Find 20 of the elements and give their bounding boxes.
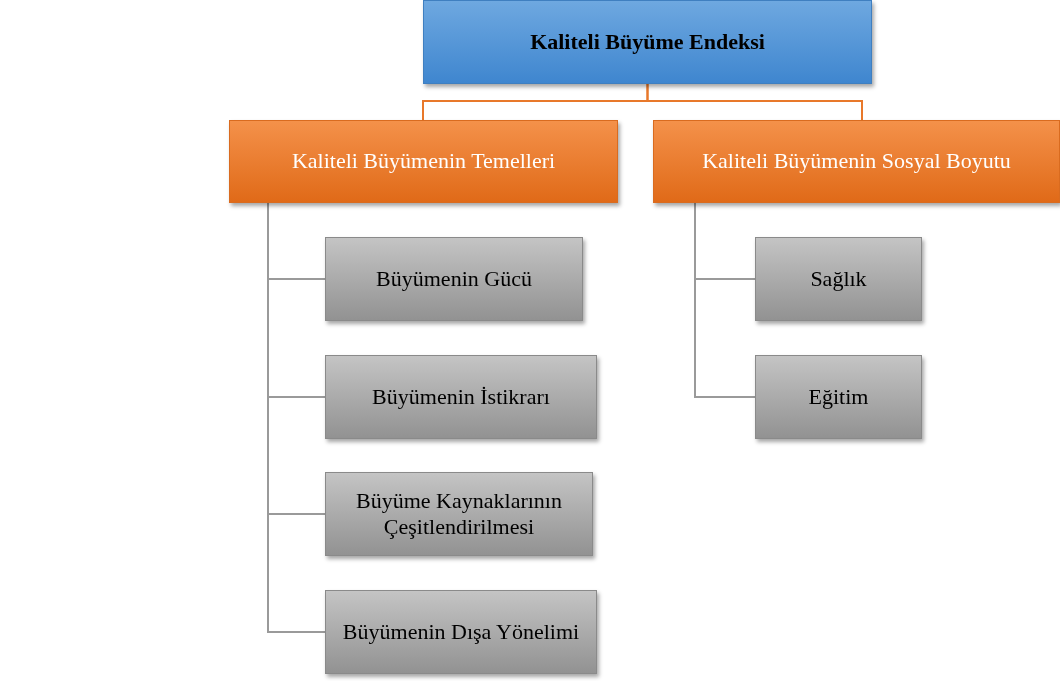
node-label: Sağlık: [810, 265, 867, 293]
category-box: [653, 120, 1060, 203]
indicator-box: [755, 355, 922, 439]
indicator-box: [755, 237, 922, 321]
indicator-box: [325, 472, 593, 556]
category-box: [229, 120, 618, 203]
node-label: Büyümenin Gücü: [376, 265, 532, 293]
indicator-box: [325, 590, 597, 674]
node-label: Büyümenin Dışa Yönelimi: [342, 618, 580, 646]
indicator-box: [325, 355, 597, 439]
connector-line: [646, 83, 863, 121]
node-label: Kaliteli Büyümenin Temelleri: [291, 148, 556, 175]
title-box: [423, 0, 872, 84]
node-label: Eğitim: [808, 383, 869, 411]
node-label: Büyüme Kaynaklarının Çeşitlendirilmesi: [355, 487, 563, 541]
connector-line: [694, 202, 756, 398]
node-label: Büyümenin İstikrarı: [372, 383, 550, 411]
node-label: Kaliteli Büyümenin Sosyal Boyutu: [702, 148, 1011, 175]
indicator-box: [325, 237, 583, 321]
node-label: Kaliteli Büyüme Endeksi: [530, 28, 765, 56]
